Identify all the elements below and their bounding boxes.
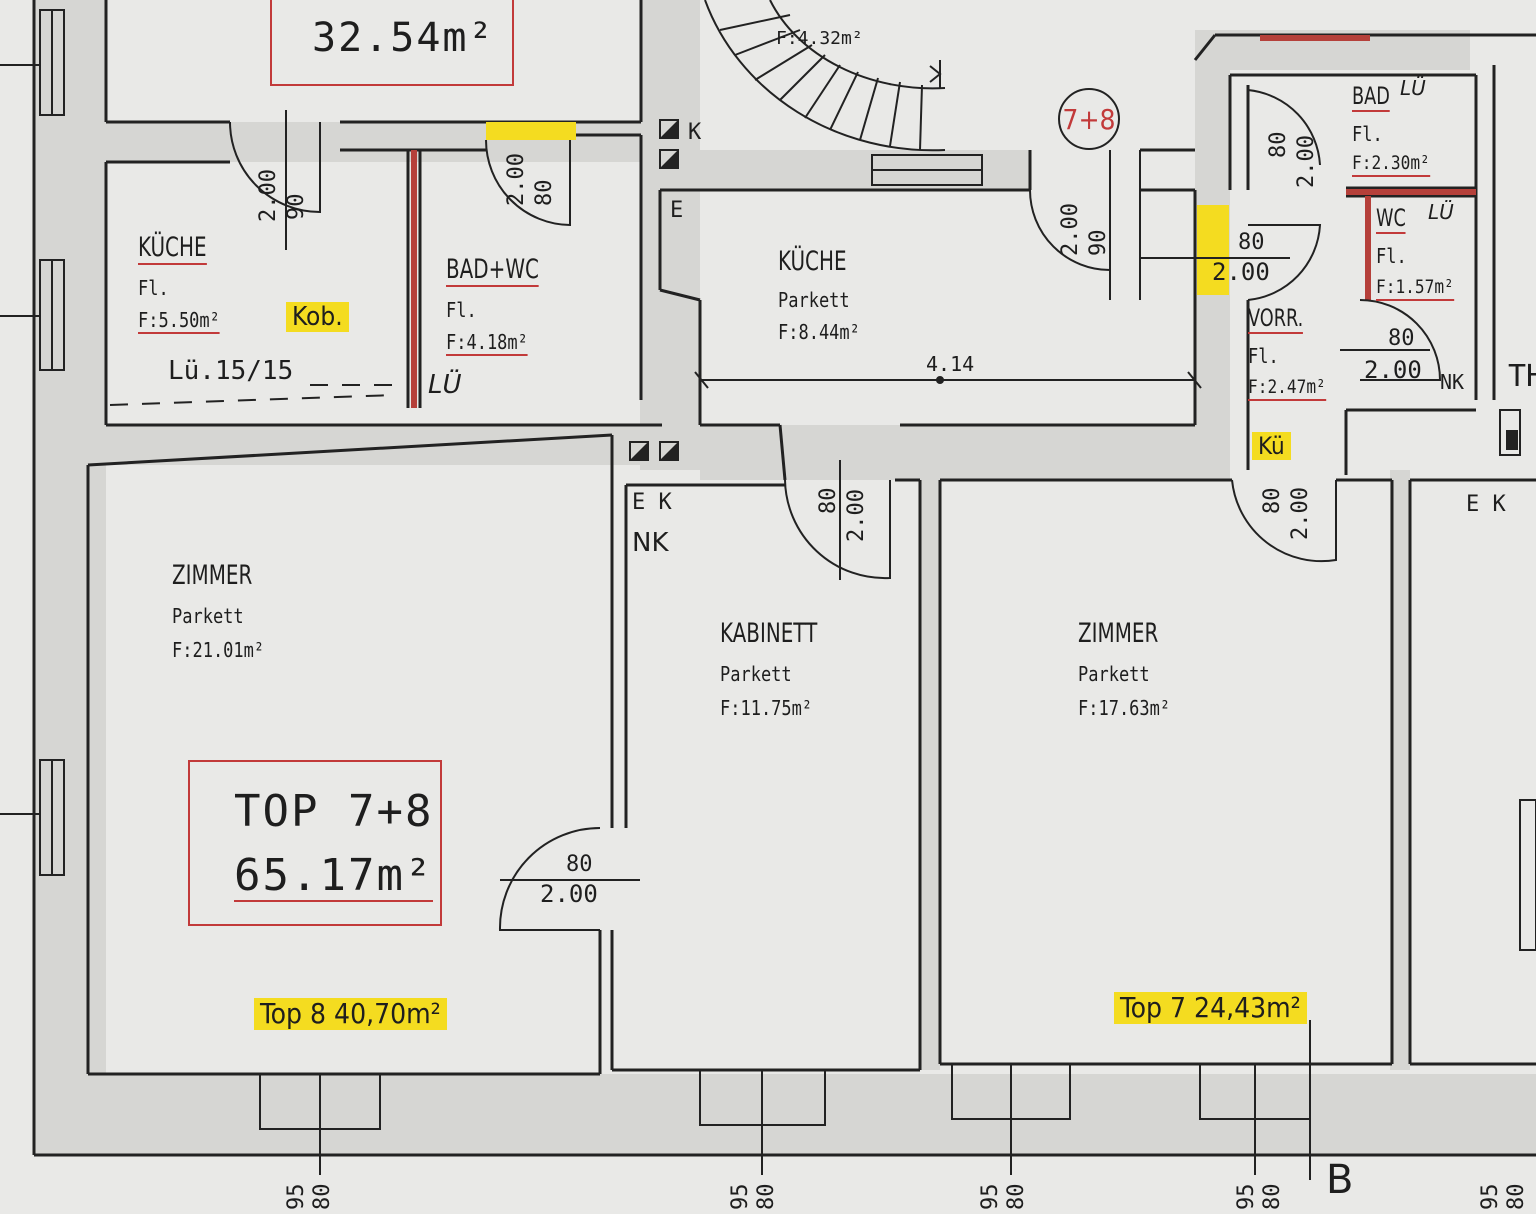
- door8-width: 80: [816, 487, 841, 515]
- mark-nk2: NK: [1440, 370, 1465, 394]
- upper-area-value: 32.54m²: [312, 15, 495, 61]
- room-zimmer-right-name: ZIMMER: [1078, 618, 1159, 649]
- room-zimmer-left-area: F:21.01m²: [172, 638, 265, 662]
- door-swings: [229, 89, 1442, 931]
- room-bad-wc-area: F:4.18m²: [446, 330, 528, 356]
- door6-width: 80: [1388, 326, 1415, 351]
- room-kueche-center-floor: Parkett: [778, 288, 850, 312]
- mark-ek2: E K: [1466, 492, 1506, 517]
- room-wc-floor: Fl.: [1376, 244, 1407, 268]
- mark-ek1: E K: [632, 490, 672, 515]
- door3-height: 2.00: [1058, 203, 1083, 256]
- room-kueche-center-name: KÜCHE: [778, 246, 847, 277]
- room-kabinett-area: F:11.75m²: [720, 696, 813, 720]
- door1-height: 2.00: [256, 169, 281, 222]
- lue-mark-bad: LÜ: [1400, 76, 1426, 100]
- door4-width: 80: [1238, 230, 1265, 255]
- kab-label: Kob.: [286, 302, 349, 332]
- door6-height: 2.00: [1364, 356, 1422, 384]
- window-dim-9: 95: [1478, 1183, 1503, 1211]
- upper-area-box: 32.54m²: [270, 0, 514, 86]
- windows: [0, 9, 1536, 1180]
- room-zimmer-left-name: ZIMMER: [172, 560, 253, 591]
- unit-badge: 7+8: [1058, 88, 1120, 150]
- top-7-8-area: 65.17m²: [234, 850, 434, 902]
- door4-height: 2.00: [1212, 258, 1270, 286]
- mark-th: TH: [1508, 359, 1536, 394]
- mark-k1: K: [688, 120, 702, 145]
- door9-width: 80: [566, 852, 593, 877]
- top8-label: Top 8 40,70m²: [254, 998, 447, 1030]
- room-bad-wc-name: BAD+WC: [446, 254, 539, 287]
- door1-width: 90: [284, 193, 309, 221]
- lue-mark-1: LÜ: [428, 370, 462, 400]
- window-dim-7: 95: [1234, 1183, 1259, 1211]
- door3-width: 90: [1086, 229, 1111, 257]
- stair-area-label: F:4.32m²: [776, 28, 863, 49]
- window-dim-1: 95: [284, 1183, 309, 1211]
- room-kueche-left-name: KÜCHE: [138, 232, 207, 265]
- kue-label: Kü: [1252, 432, 1291, 460]
- room-zimmer-right-floor: Parkett: [1078, 662, 1150, 686]
- red-partitions: [411, 35, 1476, 408]
- counter-dashes: [109, 384, 396, 406]
- section-mark: B: [1326, 1157, 1354, 1203]
- wall-fill: [34, 0, 1536, 1155]
- window-dim-10: 80: [1504, 1183, 1529, 1211]
- room-kabinett-floor: Parkett: [720, 662, 792, 686]
- kitchen-dimension-line: [694, 371, 1202, 389]
- door7-height: 2.00: [1288, 487, 1313, 540]
- top7-label: Top 7 24,43m²: [1114, 992, 1307, 1024]
- room-zimmer-right-area: F:17.63m²: [1078, 696, 1171, 720]
- room-bad-right-name: BAD: [1352, 82, 1390, 112]
- door2-width: 80: [532, 179, 557, 207]
- room-bad-right-floor: Fl.: [1352, 122, 1383, 146]
- room-vorr-floor: Fl.: [1248, 344, 1279, 368]
- room-wc-area: F:1.57m²: [1376, 278, 1454, 301]
- room-bad-right-area: F:2.30m²: [1352, 154, 1430, 177]
- window-dim-3: 95: [728, 1183, 753, 1211]
- door7-width: 80: [1260, 487, 1285, 515]
- yellow-wall-marks: [486, 122, 1229, 295]
- mark-nk1: NK: [632, 528, 669, 558]
- window-dim-5: 95: [978, 1183, 1003, 1211]
- door5-width: 80: [1266, 131, 1291, 159]
- door9-height: 2.00: [540, 880, 598, 908]
- room-wc-name: WC: [1376, 204, 1406, 234]
- window-dim-2: 80: [310, 1183, 335, 1211]
- room-vorr-name: VORR.: [1248, 304, 1304, 334]
- window-dim-6: 80: [1004, 1183, 1029, 1211]
- window-dim-8: 80: [1260, 1183, 1285, 1211]
- room-bad-wc-floor: Fl.: [446, 298, 477, 322]
- room-kabinett-name: KABINETT: [720, 618, 818, 649]
- top-7-8-title: TOP 7+8: [234, 786, 434, 837]
- door2-height: 2.00: [504, 153, 529, 206]
- window-dim-4: 80: [754, 1183, 779, 1211]
- room-kueche-left-floor: Fl.: [138, 276, 169, 300]
- ventilation-left-label: Lü.15/15: [168, 356, 294, 386]
- room-kueche-center-area: F:8.44m²: [778, 320, 860, 344]
- lue-mark-wc: LÜ: [1428, 200, 1454, 224]
- room-kueche-left-area: F:5.50m²: [138, 308, 220, 334]
- kueche-dimension: 4.14: [926, 352, 975, 376]
- room-zimmer-left-floor: Parkett: [172, 604, 244, 628]
- top-7-8-box: TOP 7+8 65.17m²: [188, 760, 442, 926]
- room-vorr-area: F:2.47m²: [1248, 378, 1326, 401]
- mark-e1: E: [670, 198, 684, 223]
- vent-markers: [629, 119, 1521, 461]
- staircase: [704, 0, 983, 186]
- door8-height: 2.00: [844, 489, 869, 542]
- door5-height: 2.00: [1294, 135, 1319, 188]
